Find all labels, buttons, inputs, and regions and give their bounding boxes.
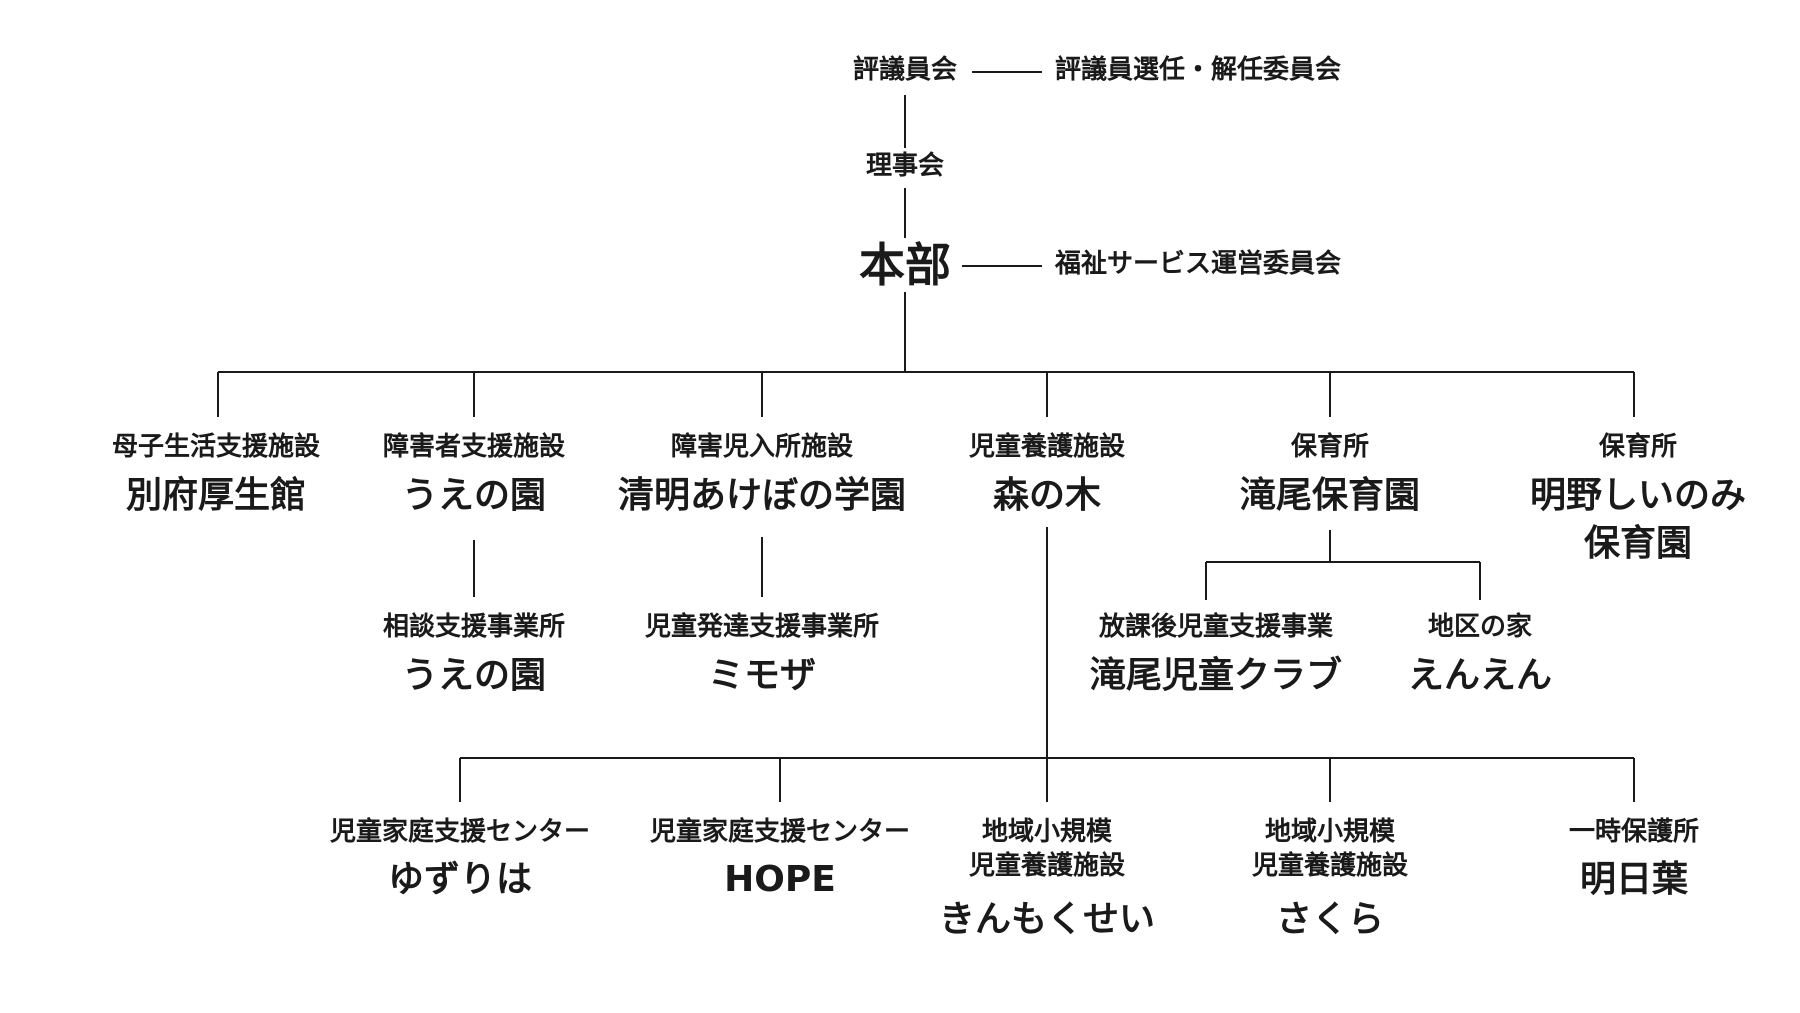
branch-type: 児童養護施設 <box>1251 851 1409 881</box>
facility-name: 森の木 <box>992 475 1102 516</box>
branch-type: 地域小規模 <box>981 817 1113 847</box>
sub-unit-name: えんえん <box>1407 655 1553 696</box>
council-label: 評議員会 <box>852 55 958 85</box>
branch-type: 児童家庭支援センター <box>329 817 591 847</box>
council-committee-label: 評議員選任・解任委員会 <box>1055 55 1342 85</box>
hq-label: 本部 <box>859 238 951 292</box>
sub-unit-name: ミモザ <box>707 655 817 696</box>
sub-unit-name: 滝尾児童クラブ <box>1089 655 1343 696</box>
branch-name: さくら <box>1275 899 1385 940</box>
facility-name: 滝尾保育園 <box>1239 475 1421 516</box>
facility-name: うえの園 <box>401 475 547 516</box>
sub-unit-type: 相談支援事業所 <box>382 612 566 642</box>
sub-unit-type: 地区の家 <box>1427 612 1533 642</box>
branch-type: 地域小規模 <box>1264 817 1396 847</box>
facility-type: 母子生活支援施設 <box>111 432 321 462</box>
facility-type: 児童養護施設 <box>968 432 1126 462</box>
sub-unit-name: うえの園 <box>401 655 547 696</box>
facility-name: 別府厚生館 <box>125 475 307 516</box>
board-label: 理事会 <box>865 151 945 181</box>
sub-unit-type: 児童発達支援事業所 <box>644 612 880 642</box>
facility-type: 障害児入所施設 <box>670 432 854 462</box>
branch-type: 児童家庭支援センター <box>649 817 911 847</box>
facility-name: 明野しいのみ <box>1529 475 1747 516</box>
facility-name: 保育園 <box>1583 523 1693 564</box>
branch-type: 一時保護所 <box>1568 817 1700 847</box>
branch-name: HOPE <box>724 859 836 900</box>
facility-type: 保育所 <box>1598 432 1678 462</box>
sub-unit-type: 放課後児童支援事業 <box>1098 612 1334 642</box>
facility-type: 保育所 <box>1290 432 1370 462</box>
branch-name: きんもくせい <box>938 899 1156 940</box>
branch-name: 明日葉 <box>1579 859 1689 900</box>
facility-type: 障害者支援施設 <box>382 432 566 462</box>
branch-name: ゆずりは <box>387 859 533 900</box>
branch-type: 児童養護施設 <box>968 851 1126 881</box>
facility-name: 清明あけぼの学園 <box>617 475 907 516</box>
hq-committee-label: 福祉サービス運営委員会 <box>1055 249 1342 279</box>
